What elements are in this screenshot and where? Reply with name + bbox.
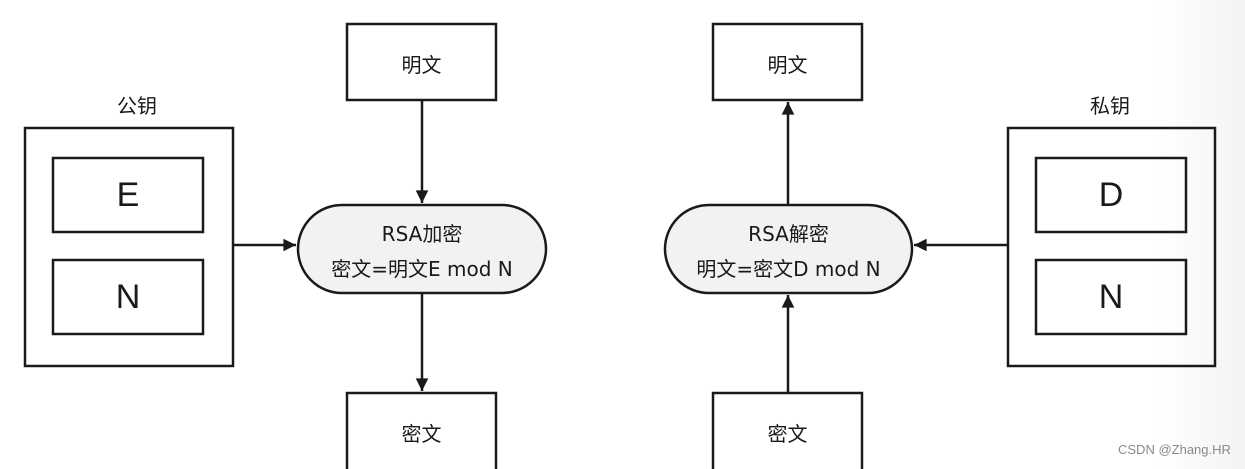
- decrypt-title: RSA解密: [748, 222, 829, 246]
- plaintext-output-box: [711, 22, 864, 102]
- ciphertext-output-label: 密文: [401, 422, 442, 446]
- plaintext-output-label: 明文: [767, 53, 808, 77]
- encrypt-title: RSA加密: [381, 222, 463, 246]
- private-key-label: 私钥: [1090, 94, 1130, 118]
- public-key-n: N: [115, 278, 141, 316]
- decrypt-formula: 明文=密文D mod N: [696, 257, 881, 281]
- public-key-n-box: [51, 258, 205, 336]
- private-key-d-box: [1034, 156, 1188, 234]
- private-key-d: D: [1098, 176, 1124, 214]
- private-key-n: N: [1098, 278, 1124, 316]
- public-key-box: [23, 126, 235, 368]
- private-key-n-box: [1034, 258, 1188, 336]
- public-key-e-box: [51, 156, 205, 234]
- watermark: CSDN @Zhang.HR: [1118, 442, 1231, 457]
- ciphertext-input-label: 密文: [767, 422, 808, 446]
- private-key-box: [1006, 126, 1217, 368]
- public-key-label: 公钥: [117, 94, 157, 118]
- plaintext-input-label: 明文: [401, 53, 442, 77]
- ciphertext-output-box: [345, 391, 498, 469]
- public-key-e: E: [116, 176, 140, 214]
- encrypt-formula: 密文=明文E mod N: [331, 257, 513, 281]
